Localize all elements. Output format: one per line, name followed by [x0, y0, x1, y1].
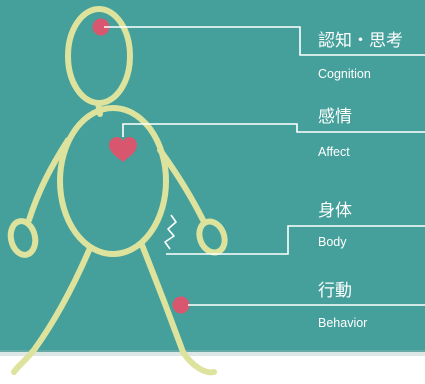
- behavior-marker-dot: [173, 297, 190, 314]
- label-cognition-jp: 認知・思考: [318, 31, 403, 51]
- label-behavior-en: Behavior: [318, 316, 367, 330]
- floor-shadow: [0, 350, 425, 356]
- label-cognition-en: Cognition: [318, 67, 371, 81]
- label-body-en: Body: [318, 235, 347, 249]
- label-behavior-jp: 行動: [318, 281, 352, 301]
- label-body-jp: 身体: [318, 201, 352, 221]
- label-affect-jp: 感情: [318, 107, 352, 127]
- floor: [0, 352, 425, 384]
- label-affect-en: Affect: [318, 145, 350, 159]
